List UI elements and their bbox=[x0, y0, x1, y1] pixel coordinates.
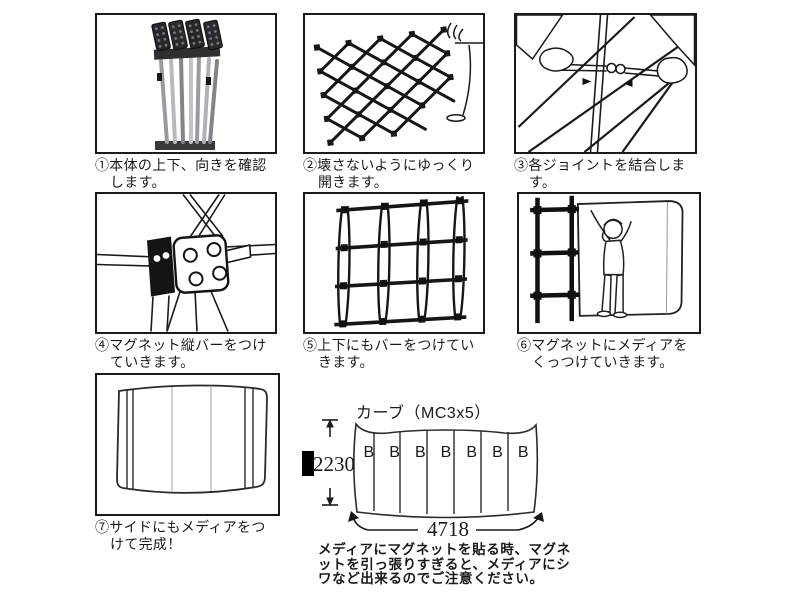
panel-label: B bbox=[517, 444, 529, 461]
caption-line: す。 bbox=[529, 174, 557, 190]
finished-wall-drawing bbox=[116, 384, 268, 494]
step-1: ①本体の上下、向きを確認 します。 bbox=[95, 13, 277, 191]
step-7: ⑦サイドにもメディアをつ けて完成！ bbox=[95, 373, 280, 553]
panel-label: B bbox=[466, 444, 478, 461]
panel-label: B bbox=[440, 444, 452, 461]
caption-line: けて完成！ bbox=[110, 536, 182, 552]
caption-line: ③各ジョイントを結合しま bbox=[514, 157, 686, 173]
caption-line: ⑦サイドにもメディアをつ bbox=[95, 519, 266, 535]
note-line: ワなど出来るのでご注意ください。 bbox=[318, 571, 544, 586]
banner-outline bbox=[353, 421, 539, 519]
diagram-title: カーブ（MC3x5） bbox=[356, 405, 491, 422]
panel-label: B bbox=[363, 444, 375, 461]
step-3: ③各ジョイントを結合しま す。 bbox=[514, 13, 697, 191]
person-sketch bbox=[590, 209, 632, 319]
step-6: ⑥マグネットにメディアを くっつけていきます。 bbox=[517, 192, 701, 371]
step-1-illustration bbox=[95, 13, 277, 154]
banner-dimension-drawing bbox=[302, 419, 544, 531]
caption-line: ④マグネット縦バーをつけ bbox=[95, 337, 267, 353]
caption-line: くっつけていきます。 bbox=[532, 354, 674, 370]
folded-frame-photo bbox=[151, 18, 223, 150]
step-5-caption: ⑤上下にもバーをつけてい きます。 bbox=[303, 337, 485, 371]
black-mark bbox=[302, 451, 314, 476]
step-7-caption: ⑦サイドにもメディアをつ けて完成！ bbox=[95, 519, 280, 553]
note-line: メディアにマグネットを貼る時、マグネ bbox=[318, 542, 571, 557]
caption-line: 開きます。 bbox=[318, 174, 389, 190]
caption-line: します。 bbox=[110, 174, 166, 190]
step-7-illustration bbox=[95, 373, 280, 516]
panel-label: B bbox=[389, 444, 400, 461]
step-4-illustration bbox=[95, 192, 277, 334]
expanded-grid-drawing bbox=[334, 195, 469, 328]
step-2-caption: ②壊さないようにゆっくり 開きます。 bbox=[303, 157, 485, 191]
caption-line: きます。 bbox=[318, 354, 374, 370]
caption-line: ①本体の上下、向きを確認 bbox=[95, 157, 267, 173]
joint-connection-drawing bbox=[516, 15, 695, 152]
panel-dividers bbox=[373, 430, 509, 514]
attach-media-drawing bbox=[530, 195, 684, 324]
caution-note: メディアにマグネットを貼る時、マグネ ットを引っ張りすぎると、メディアにシ ワな… bbox=[318, 542, 571, 587]
caption-line: ②壊さないようにゆっくり bbox=[303, 157, 475, 173]
step-1-caption: ①本体の上下、向きを確認 します。 bbox=[95, 157, 277, 191]
step-4-caption: ④マグネット縦バーをつけ ていきます。 bbox=[95, 337, 277, 371]
caption-line: ⑥マグネットにメディアを bbox=[517, 337, 688, 353]
magnet-bar-joint-drawing bbox=[97, 194, 275, 332]
caption-line: ていきます。 bbox=[110, 354, 195, 370]
step-6-caption: ⑥マグネットにメディアを くっつけていきます。 bbox=[517, 337, 701, 371]
step-5: ⑤上下にもバーをつけてい きます。 bbox=[303, 192, 485, 371]
width-dimension-value: 4718 bbox=[427, 517, 469, 541]
step-3-illustration bbox=[514, 13, 697, 154]
caption-line: ⑤上下にもバーをつけてい bbox=[303, 337, 475, 353]
step-2: ②壊さないようにゆっくり 開きます。 bbox=[303, 13, 485, 191]
hands-sketch bbox=[516, 15, 695, 84]
step-2-illustration bbox=[303, 13, 485, 154]
height-dimension-value: 2230 bbox=[313, 452, 355, 476]
hand-sketch bbox=[446, 22, 483, 122]
banner-panel-labels: B B B B B B B bbox=[356, 444, 536, 462]
step-5-illustration bbox=[303, 192, 485, 334]
step-6-illustration bbox=[517, 192, 701, 334]
step-3-caption: ③各ジョイントを結合しま す。 bbox=[514, 157, 697, 191]
panel-label: B bbox=[492, 444, 503, 461]
panel-label: B bbox=[414, 444, 426, 461]
note-line: ットを引っ張りすぎると、メディアにシ bbox=[318, 556, 571, 572]
scissor-lattice-drawing bbox=[313, 22, 483, 146]
step-4: ④マグネット縦バーをつけ ていきます。 bbox=[95, 192, 277, 371]
